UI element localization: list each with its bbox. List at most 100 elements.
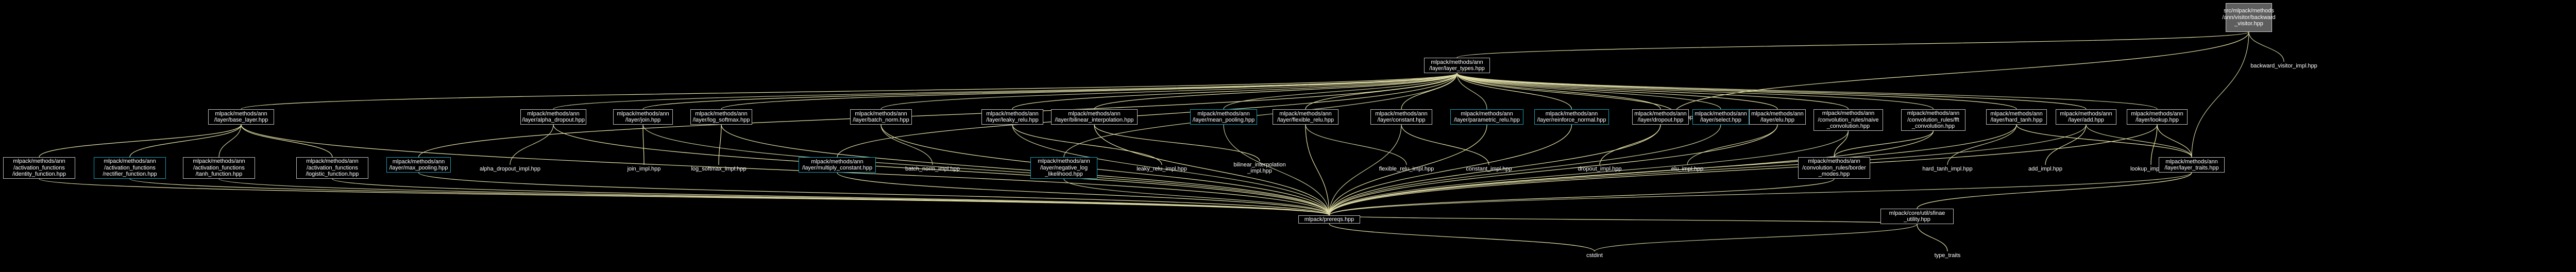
node-label-line: _likelihood.hpp: [1045, 171, 1083, 178]
node-label-line: _utility.hpp: [1904, 216, 1930, 223]
node-label-line: leaky_relu_impl.hpp: [1137, 165, 1187, 172]
node-label-line: flexible_relu_impl.hpp: [1379, 165, 1434, 172]
node-idf[interactable]: mlpack/methods/ann/activation_functions/…: [3, 157, 75, 179]
node-add[interactable]: mlpack/methods/ann/layer/add.hpp: [2056, 109, 2116, 125]
edge-lt-to-ht: [1456, 73, 2017, 110]
edge-root-to-variant: [1674, 31, 2249, 114]
node-const[interactable]: mlpack/methods/ann/layer/constant.hpp: [1370, 109, 1432, 125]
node-label-line: /identity_function.hpp: [12, 171, 66, 178]
node-mc[interactable]: mlpack/methods/ann/layer/multiply_consta…: [799, 157, 876, 173]
node-fr[interactable]: mlpack/methods/ann/layer/flexible_relu.h…: [1273, 109, 1338, 125]
node-label-line: /convolution_rules/fft: [1907, 116, 1959, 123]
node-bl[interactable]: mlpack/methods/ann/layer/base_layer.hpp: [208, 109, 274, 125]
node-rect[interactable]: mlpack/methods/ann/activation_functions/…: [94, 157, 166, 179]
edge-lt-to-join: [642, 73, 1458, 110]
edge-ltr-to-sfinae: [1917, 172, 2192, 209]
node-label-line: mlpack/methods/ann: [1990, 110, 2043, 117]
node-lsm[interactable]: mlpack/methods/ann/layer/log_softmax.hpp: [690, 109, 752, 125]
node-label-line: /convolution_rules/border: [1802, 164, 1866, 171]
node-ht[interactable]: mlpack/methods/ann/layer/hard_tanh.hpp: [1986, 109, 2047, 125]
node-label-line: alpha_dropout_impl.hpp: [479, 165, 541, 172]
node-label-line: /layer/select.hpp: [1700, 117, 1742, 123]
edge-bl-to-logi: [241, 124, 333, 158]
node-label-line: batch_norm_impl.hpp: [905, 165, 960, 172]
edge-maxp-to-prereqs: [418, 172, 1330, 216]
node-logi[interactable]: mlpack/methods/ann/activation_functions/…: [296, 157, 368, 179]
node-label-line: mlpack/methods/ann: [104, 158, 156, 165]
node-bni: batch_norm_impl.hpp: [904, 165, 961, 173]
node-lt[interactable]: mlpack/methods/ann/layer/layer_types.hpp: [1424, 58, 1490, 73]
node-sfinae[interactable]: mlpack/core/util/sfinae_utility.hpp: [1880, 209, 1954, 224]
node-ad[interactable]: mlpack/methods/ann/layer/alpha_dropout.h…: [520, 109, 586, 125]
node-addi: add_impl.hpp: [2025, 165, 2066, 173]
node-label-line: /layer/batch_norm.hpp: [853, 117, 909, 123]
node-label-line: /rectifier_function.hpp: [103, 171, 157, 178]
node-ltr[interactable]: mlpack/methods/ann/layer/layer_traits.hp…: [2159, 157, 2225, 173]
node-nll[interactable]: mlpack/methods/ann/layer/negative_log_li…: [1030, 157, 1097, 179]
edge-lt-to-bl: [241, 73, 1458, 110]
edge-logi-to-prereqs: [332, 178, 1330, 216]
node-label-line: /activation_functions: [193, 164, 245, 171]
node-label-line: /layer/lookup.hpp: [2136, 117, 2179, 123]
node-label-line: /logistic_function.hpp: [306, 171, 359, 178]
node-drop[interactable]: mlpack/methods/ann/layer/dropout.hpp: [1632, 109, 1689, 125]
edge-lt-to-lsm: [721, 73, 1458, 110]
edge-lookup-to-ltr: [2157, 124, 2192, 158]
edge-lt-to-sel: [1456, 73, 1721, 110]
node-ci: constant_impl.hpp: [1463, 165, 1515, 173]
node-tt: type_traits: [1929, 251, 1965, 260]
node-lr[interactable]: mlpack/methods/ann/layer/leaky_relu.hpp: [981, 109, 1043, 125]
edge-lr-to-prereqs: [1012, 124, 1330, 216]
node-label-line: add_impl.hpp: [2028, 165, 2063, 172]
node-lookup[interactable]: mlpack/methods/ann/layer/lookup.hpp: [2127, 109, 2188, 125]
edge-lt-to-lookup: [1456, 73, 2158, 110]
node-label-line: constant_impl.hpp: [1466, 165, 1512, 172]
node-maxp[interactable]: mlpack/methods/ann/layer/max_pooling.hpp: [386, 157, 451, 173]
edge-bi-to-bii: [1094, 124, 1260, 162]
node-root[interactable]: src/mlpack/methods/ann/visitor/backward_…: [2222, 3, 2276, 32]
node-join[interactable]: mlpack/methods/ann/layer/join.hpp: [613, 109, 673, 125]
edge-fconv-to-bm: [1834, 130, 1934, 158]
edge-drop-to-di: [1599, 124, 1661, 165]
edge-lt-to-ad: [553, 73, 1458, 110]
node-tanh[interactable]: mlpack/methods/ann/activation_functions/…: [183, 157, 255, 179]
node-mp[interactable]: mlpack/methods/ann/layer/mean_pooling.hp…: [1190, 109, 1257, 125]
node-bi[interactable]: mlpack/methods/ann/layer/bilinear_interp…: [1051, 109, 1138, 125]
node-label-line: mlpack/methods/ann: [1751, 110, 1804, 117]
node-rn[interactable]: mlpack/methods/ann/layer/reinforce_norma…: [1534, 109, 1609, 125]
node-bm[interactable]: mlpack/methods/ann/convolution_rules/bor…: [1798, 157, 1870, 179]
node-label-line: /activation_functions: [104, 164, 156, 171]
node-adi: alpha_dropout_impl.hpp: [479, 165, 541, 173]
node-label-line: mlpack/methods/ann: [306, 158, 359, 165]
edge-lt-to-variant: [1456, 73, 1675, 114]
node-label-line: backward_visitor_impl.hpp: [2250, 62, 2317, 69]
node-label-line: /layer/bilinear_interpolation.hpp: [1055, 117, 1134, 123]
edge-lt-to-lr: [1012, 73, 1458, 110]
node-label-line: /layer/multiply_constant.hpp: [802, 165, 873, 171]
node-nconv[interactable]: mlpack/methods/ann/convolution_rules/nai…: [1814, 109, 1883, 131]
node-label-line: elu_impl.hpp: [1671, 165, 1704, 172]
node-elu[interactable]: mlpack/methods/ann/layer/elu.hpp: [1749, 109, 1806, 125]
node-label-line: /layer/reinforce_normal.hpp: [1537, 117, 1606, 123]
node-fconv[interactable]: mlpack/methods/ann/convolution_rules/fft…: [1901, 109, 1965, 131]
edge-rn-to-prereqs: [1329, 124, 1572, 216]
node-label-line: /layer/constant.hpp: [1377, 117, 1426, 123]
node-pr[interactable]: mlpack/methods/ann/layer/parametric_relu…: [1450, 109, 1523, 125]
edge-pr-to-prereqs: [1329, 124, 1487, 216]
node-prereqs[interactable]: mlpack/prereqs.hpp: [1298, 215, 1360, 224]
edge-add-to-prereqs: [1329, 124, 2087, 216]
edge-bl-to-rect: [129, 124, 242, 158]
node-bn[interactable]: mlpack/methods/ann/layer/batch_norm.hpp: [850, 109, 912, 125]
node-label-line: mlpack/methods/ann: [1822, 110, 1875, 117]
node-label-line: /activation_functions: [307, 164, 358, 171]
node-label-line: mlpack/prereqs.hpp: [1304, 216, 1354, 223]
edge-lookup-to-lki: [2150, 124, 2158, 165]
edge-ltr-to-prereqs: [1329, 172, 2192, 216]
node-label-line: /layer/log_softmax.hpp: [692, 117, 750, 123]
edge-nconv-to-prereqs: [1329, 130, 1849, 216]
node-label-line: mlpack/methods/ann: [1808, 158, 1860, 165]
edge-lsm-to-lsmi: [718, 124, 722, 165]
node-label-line: mlpack/methods/ann: [2131, 110, 2183, 117]
node-sel[interactable]: mlpack/methods/ann/layer/select.hpp: [1692, 109, 1749, 125]
node-label-line: mlpack/core/util/sfinae: [1889, 210, 1945, 216]
